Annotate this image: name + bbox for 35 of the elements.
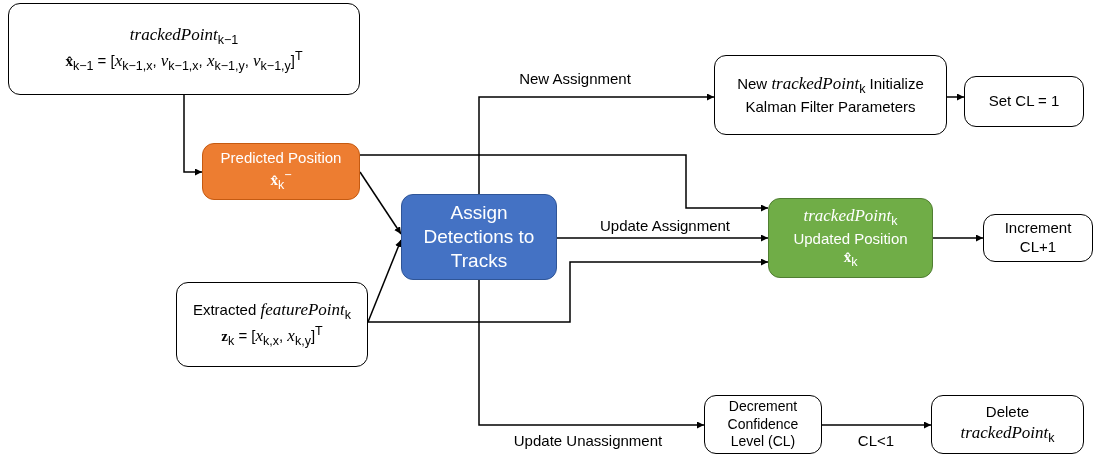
arrow: [359, 154, 769, 212]
process-box: [964, 76, 1084, 127]
process-box: [704, 395, 822, 454]
node-label: Decrement Confidence Level (CL): [726, 398, 800, 451]
process-box: [8, 3, 360, 95]
process-box: [714, 55, 947, 135]
node-label: Extracted featurePoint$_{k}$: [192, 299, 352, 324]
arrow: [367, 239, 402, 323]
node-label: New trackedPoint$_{k}$ Initialize Kalman Filter Parameters: [736, 73, 925, 117]
node-label: Assign Detections to Tracks: [422, 201, 536, 273]
arrow: [183, 94, 203, 176]
arrow: [367, 258, 769, 323]
process-box: [931, 395, 1084, 454]
process-box: [202, 143, 360, 200]
node-label: Predicted Position: [220, 149, 342, 169]
node-label: x̂$_{k}$: [843, 248, 858, 271]
formula: x̂$_{k−1}$ = [x$_{k−1,x}$, v$_{k−1,x}$, x$_{k−1,y}$, v$_{k−1,y}$]$^{T}$: [65, 48, 303, 75]
node-label: Delete trackedPoint$_{k}$: [959, 402, 1056, 447]
process-box: [983, 214, 1093, 262]
arrow: [932, 234, 984, 242]
process-box: [768, 198, 933, 278]
node-label: trackedPoint$_{k}$: [803, 205, 898, 230]
arrow: [359, 171, 402, 235]
arrow: [478, 279, 705, 429]
node-label: trackedPoint$_{k−1}$: [129, 23, 239, 49]
arrow: [556, 234, 769, 242]
arrow: [946, 93, 965, 101]
formula: z$_{k}$ = [x$_{k,x}$, x$_{k,y}$]$^{T}$: [221, 324, 323, 350]
node-label: Increment CL+1: [1003, 219, 1073, 257]
decision-box: [401, 194, 557, 280]
formula: Set CL = 1: [988, 92, 1060, 111]
arrow: [821, 421, 932, 429]
arrow: [478, 93, 715, 195]
node-label: Updated Position: [793, 229, 908, 249]
process-box: [176, 282, 368, 367]
